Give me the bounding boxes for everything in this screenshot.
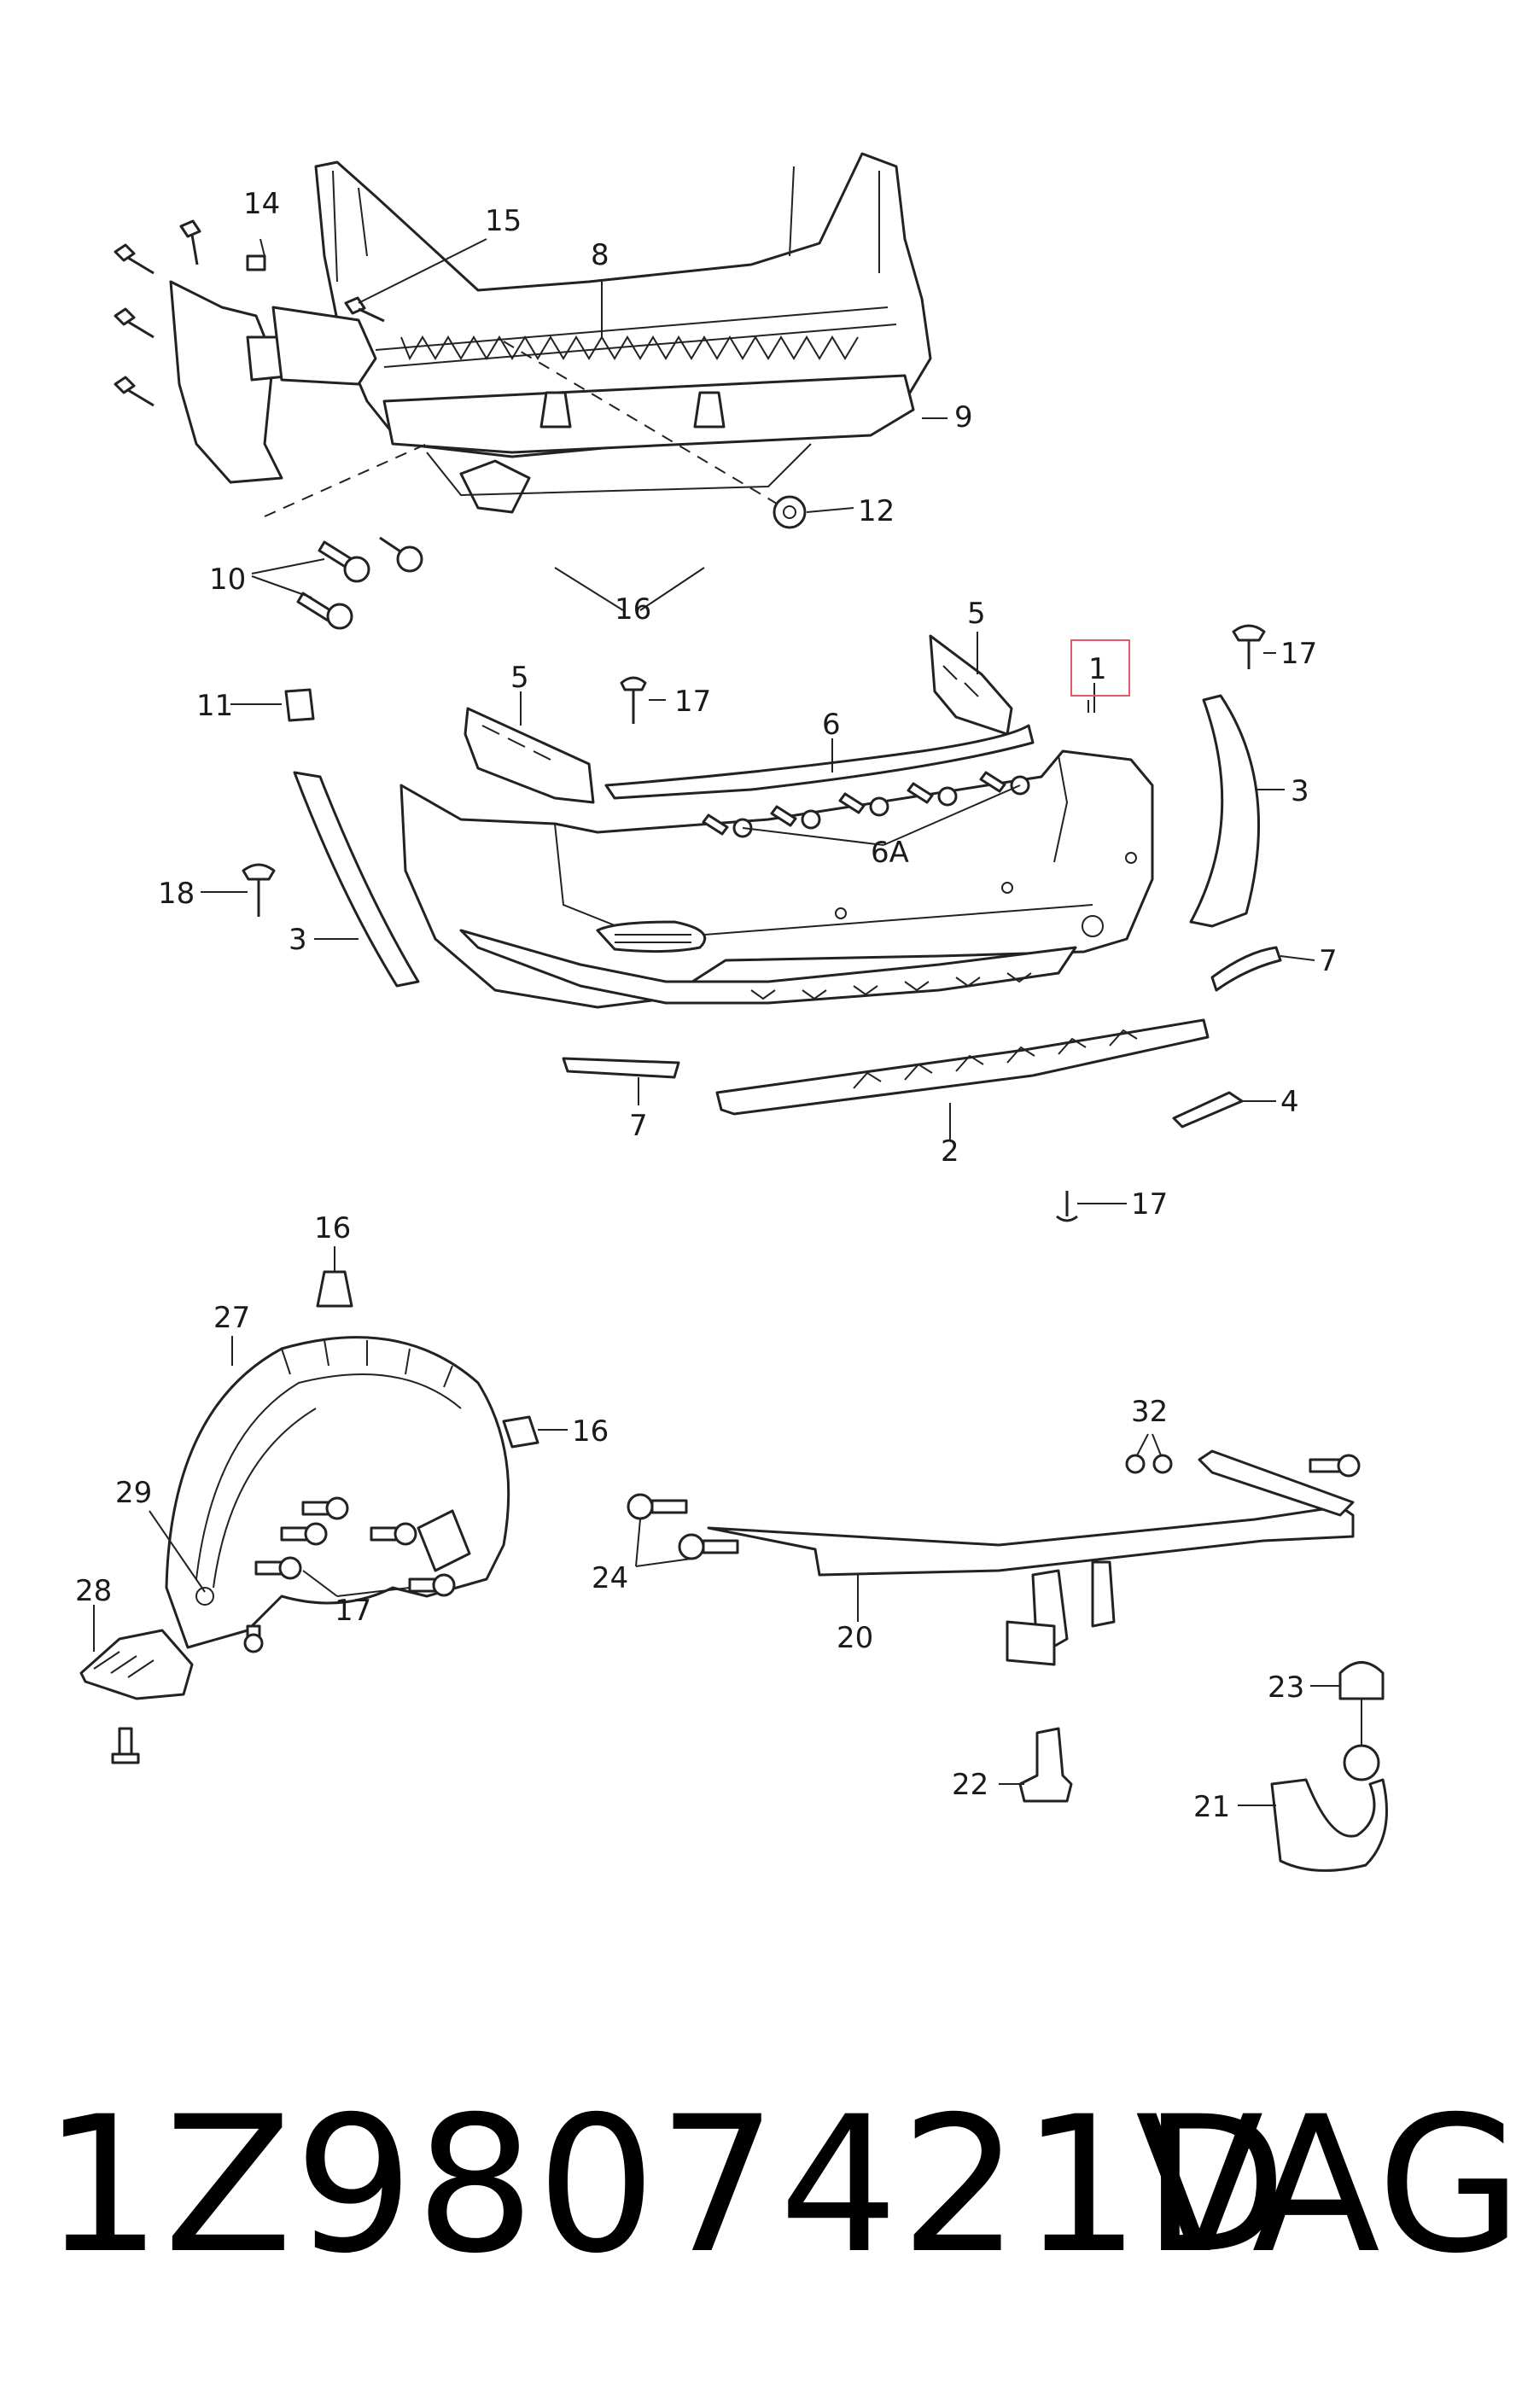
leader-lines [93, 238, 1340, 1806]
callout-21: 21 [1193, 1790, 1230, 1824]
screws-item-6A [702, 771, 1030, 838]
tow-ball-item-21 [1270, 1699, 1388, 1872]
bumper-cover [399, 749, 1154, 1009]
brand-name: VAG [1135, 2076, 1516, 2294]
callout-28: 28 [75, 1574, 112, 1608]
clip-item-11 [284, 688, 315, 722]
callout-27: 27 [213, 1301, 250, 1335]
screw-item-17-a [620, 676, 647, 724]
callout-15: 15 [485, 204, 522, 238]
screws-item-24 [627, 1493, 739, 1560]
cover-item-23 [1338, 1661, 1385, 1700]
highlight-box [1070, 639, 1130, 697]
callout-17-c: 17 [1131, 1187, 1168, 1221]
callout-20: 20 [837, 1621, 873, 1655]
callout-16-top: 16 [615, 592, 651, 627]
cover-item-4 [1172, 1091, 1244, 1128]
reflector-item-7-right [1210, 946, 1282, 992]
rear-body-panel [314, 152, 932, 514]
wheel-arch-trim-item-3-left [293, 771, 420, 988]
callout-32: 32 [1131, 1395, 1168, 1429]
screw-item-bottom-left [111, 1727, 140, 1764]
screws-item-10 [296, 536, 423, 630]
callout-17-b: 17 [1280, 637, 1317, 671]
mounting-bracket-item-5-right [929, 634, 1013, 736]
callout-29: 29 [115, 1476, 152, 1510]
socket-item-22 [1018, 1727, 1073, 1803]
caps-item-32 [1125, 1454, 1173, 1474]
callout-18: 18 [158, 877, 195, 911]
wheel-housing-liner-item-27 [165, 1336, 510, 1649]
callout-10: 10 [209, 563, 246, 597]
clip-item-16-right [502, 1415, 539, 1449]
callout-22: 22 [952, 1768, 988, 1802]
nut-item-12 [773, 495, 807, 529]
callout-7-left: 7 [629, 1109, 648, 1143]
clips-item-16-top [539, 391, 726, 429]
callout-6: 6 [822, 708, 841, 742]
screws-item-17-liner [243, 1496, 456, 1653]
part-number: 1Z9807421D [43, 2076, 1289, 2294]
callout-4: 4 [1280, 1085, 1299, 1119]
screw-item-17-b [1232, 624, 1266, 669]
callout-16-right: 16 [572, 1414, 609, 1449]
trim-strip-item-6 [604, 724, 1035, 800]
callout-3-right: 3 [1291, 774, 1309, 808]
callout-23: 23 [1268, 1670, 1304, 1705]
wheel-arch-trim-item-3-right [1189, 694, 1261, 928]
screw-item-18 [242, 863, 276, 917]
clip-item-16-mid [316, 1270, 353, 1308]
diffuser-item-2 [715, 1018, 1210, 1116]
callout-17-d: 17 [335, 1594, 371, 1628]
screw-tow-top-right [1309, 1454, 1361, 1478]
callout-11: 11 [196, 689, 233, 723]
callout-2: 2 [941, 1134, 959, 1169]
callout-17-a: 17 [674, 685, 711, 719]
callout-14: 14 [243, 187, 280, 221]
mounting-bracket-item-5-left [464, 707, 595, 804]
screw-item-17-c [1056, 1191, 1078, 1222]
screws-left-column [114, 219, 385, 407]
callout-24: 24 [592, 1561, 628, 1595]
callout-9: 9 [954, 400, 973, 434]
callout-12: 12 [858, 494, 895, 528]
left-side-bracket [169, 280, 377, 484]
reflector-item-7-left [562, 1057, 680, 1079]
callout-6A: 6A [871, 836, 909, 870]
tow-bar-crossmember-item-20 [707, 1449, 1355, 1666]
callout-5-right: 5 [967, 597, 986, 631]
callout-3-left: 3 [289, 923, 307, 957]
callout-1: 1 [1088, 652, 1107, 686]
callout-8: 8 [591, 238, 609, 272]
callout-5-left: 5 [510, 661, 529, 695]
callout-7-right: 7 [1319, 944, 1338, 978]
callout-labels: 14 15 8 9 12 10 16 11 5 17 6 5 1 17 3 6A… [75, 187, 1338, 1824]
callout-16-mid: 16 [314, 1211, 351, 1245]
bumper-lower-section [459, 929, 1077, 1005]
bracket-item-28 [79, 1629, 194, 1700]
